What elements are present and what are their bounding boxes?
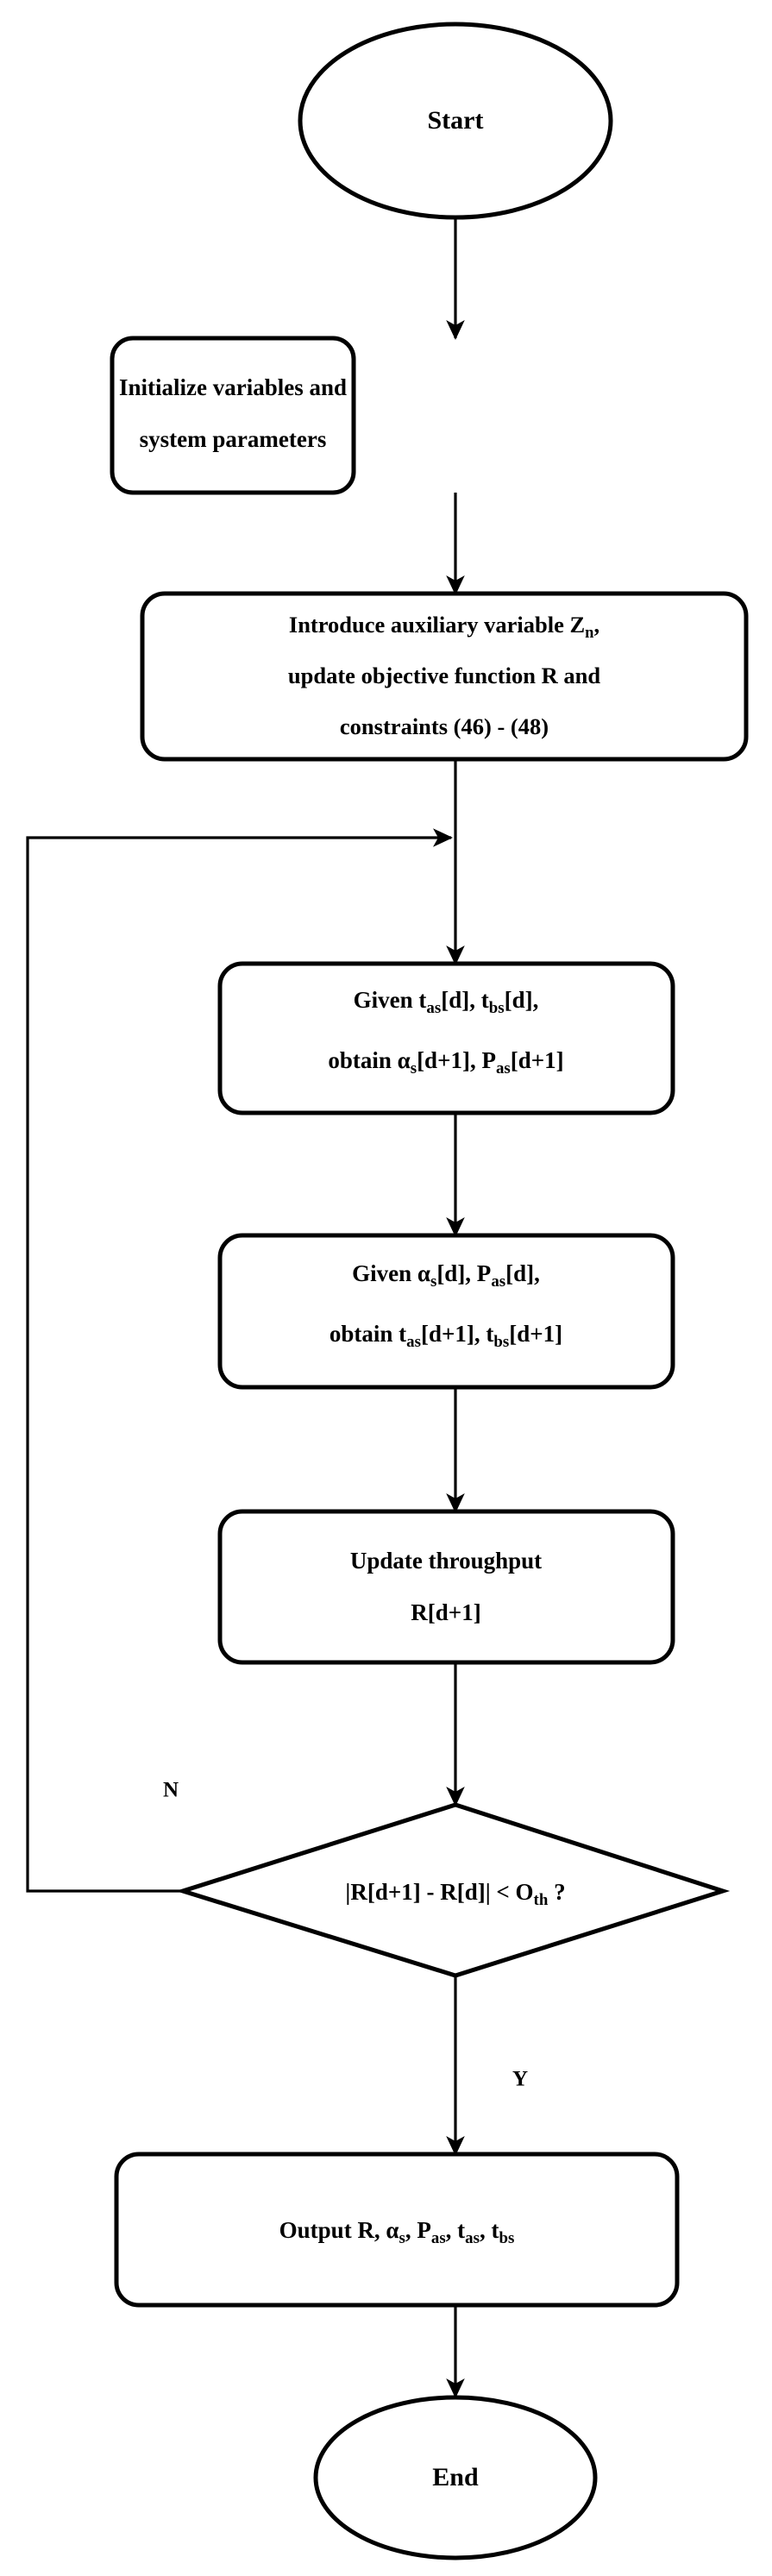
given-t-line-1: Given tas[d], tbs[d], (354, 987, 539, 1017)
given-alpha-box[interactable] (217, 1233, 675, 1390)
update-throughput-box[interactable] (217, 1509, 675, 1665)
introduce-line-2: update objective function R and (288, 663, 600, 688)
given-alpha-line-1-c: [d], (505, 1260, 540, 1286)
given-alpha-line-2-sub1: as (406, 1333, 421, 1351)
given-t-line-1-b: [d], t (441, 987, 489, 1013)
start-label: Start (428, 106, 484, 135)
given-t-line-1-a: Given t (354, 987, 427, 1013)
given-t-line-1-sub2: bs (489, 999, 505, 1017)
decision-label: |R[d+1] - R[d]| < Oth ? (345, 1879, 565, 1909)
node-introduce-auxiliary[interactable]: Introduce auxiliary variable Zn, update … (140, 591, 749, 762)
output-box[interactable] (114, 2152, 680, 2308)
end-label: End (432, 2463, 479, 2491)
given-t-line-2: obtain αs[d+1], Pas[d+1] (328, 1047, 563, 1078)
node-given-alpha[interactable]: Given αs[d], Pas[d], obtain tas[d+1], tb… (217, 1233, 675, 1390)
output-label-sub3: as (465, 2229, 480, 2247)
node-given-t[interactable]: Given tas[d], tbs[d], obtain αs[d+1], Pa… (217, 961, 675, 1115)
node-initialize[interactable]: Initialize variables and system paramete… (110, 336, 356, 495)
introduce-line-1-a: Introduce auxiliary variable Z (289, 612, 585, 638)
decision-label-b: ? (548, 1879, 565, 1905)
given-t-line-2-sub1: s (411, 1059, 417, 1078)
given-t-line-1-c: [d], (505, 987, 539, 1013)
decision-label-a: |R[d+1] - R[d]| < O (345, 1879, 533, 1905)
introduce-line-1-b: , (593, 612, 599, 638)
decision-diamond[interactable] (175, 1802, 731, 1978)
initialize-line-1: Initialize variables and (119, 374, 347, 400)
edge-decision-no-feedback-loop (26, 828, 453, 1893)
given-alpha-line-2-sub2: bs (493, 1333, 509, 1351)
edge-label-yes: Y (512, 2068, 528, 2091)
update-throughput-line-1: Update throughput (350, 1548, 542, 1574)
output-label-sub2: as (431, 2229, 446, 2247)
introduce-line-1: Introduce auxiliary variable Zn, (289, 612, 599, 642)
given-t-line-2-sub2: as (496, 1059, 511, 1078)
given-alpha-line-2: obtain tas[d+1], tbs[d+1] (330, 1321, 562, 1351)
given-alpha-line-2-b: [d+1], t (421, 1321, 493, 1347)
node-end[interactable]: End (313, 2395, 598, 2560)
given-alpha-line-1-sub2: as (491, 1272, 505, 1291)
output-label-c: , t (446, 2217, 466, 2243)
output-label-d: , t (480, 2217, 499, 2243)
node-decision[interactable]: |R[d+1] - R[d]| < Oth ? (175, 1802, 731, 1978)
given-alpha-line-1-b: [d], P (436, 1260, 491, 1286)
node-start[interactable]: Start (298, 22, 613, 220)
output-label-b: , P (405, 2217, 431, 2243)
decision-label-sub: th (534, 1891, 549, 1909)
given-t-line-1-sub1: as (426, 999, 441, 1017)
introduce-box[interactable] (140, 591, 749, 762)
node-update-throughput[interactable]: Update throughput R[d+1] (217, 1509, 675, 1665)
initialize-line-2: system parameters (140, 426, 327, 452)
given-alpha-line-1-sub1: s (430, 1272, 436, 1291)
given-t-line-2-c: [d+1] (511, 1047, 564, 1073)
given-t-box[interactable] (217, 961, 675, 1115)
output-label-a: Output R, α (279, 2217, 399, 2243)
update-throughput-line-2: R[d+1] (411, 1599, 480, 1625)
given-t-line-2-a: obtain α (328, 1047, 410, 1073)
output-label-sub1: s (399, 2229, 405, 2247)
edge-label-no: N (163, 1779, 179, 1802)
introduce-line-1-sub: n (585, 624, 594, 642)
given-alpha-line-1: Given αs[d], Pas[d], (352, 1260, 540, 1291)
output-label-sub4: bs (499, 2229, 514, 2247)
output-label: Output R, αs, Pas, tas, tbs (279, 2217, 515, 2247)
given-alpha-line-1-a: Given α (352, 1260, 430, 1286)
introduce-line-3: constraints (46) - (48) (340, 713, 549, 739)
given-t-line-2-b: [d+1], P (417, 1047, 496, 1073)
given-alpha-line-2-a: obtain t (330, 1321, 406, 1347)
connectors (26, 217, 465, 2398)
initialize-box[interactable] (110, 336, 356, 495)
start-ellipse[interactable] (298, 22, 613, 220)
node-output[interactable]: Output R, αs, Pas, tas, tbs (114, 2152, 680, 2308)
end-ellipse[interactable] (313, 2395, 598, 2560)
given-alpha-line-2-c: [d+1] (509, 1321, 562, 1347)
